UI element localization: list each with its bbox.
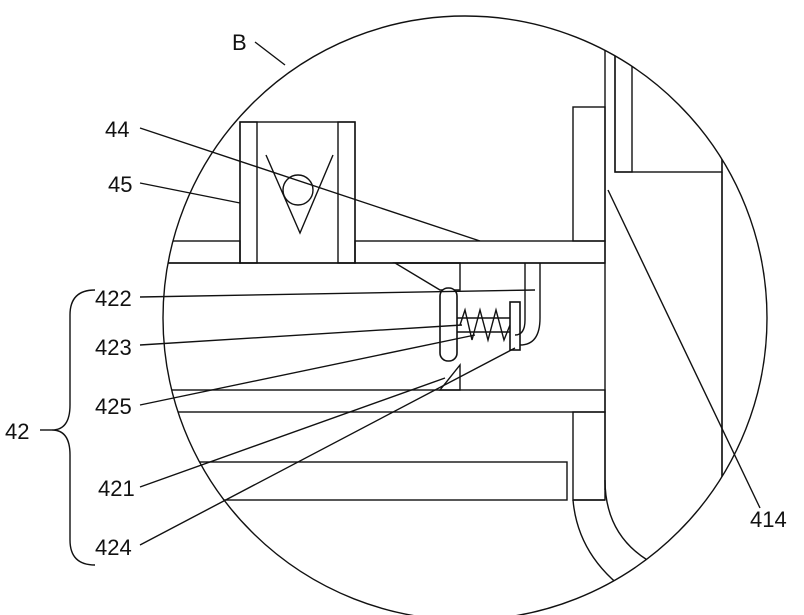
valve-v [265, 154, 334, 235]
top-right-housing [614, 16, 723, 173]
brace-42 [51, 289, 96, 566]
label-422: 422 [95, 286, 132, 311]
latch-pin-422 [439, 287, 458, 362]
label-b: B [232, 30, 247, 55]
right-block-upper [572, 106, 606, 242]
lower-plate [189, 461, 568, 501]
label-44: 44 [105, 117, 129, 142]
label-421: 421 [98, 476, 135, 501]
label-42: 42 [5, 419, 29, 444]
label-414: 414 [750, 507, 787, 532]
leader-lines [40, 41, 761, 566]
label-45: 45 [108, 172, 132, 197]
ball [282, 174, 314, 206]
label-425: 425 [95, 394, 132, 419]
plate-424 [509, 301, 521, 351]
spring-423 [459, 307, 511, 343]
hook [519, 263, 541, 346]
detail-circle [162, 15, 768, 615]
right-block-lower [572, 411, 606, 501]
channel-plate [163, 389, 606, 413]
wedge-stop [392, 262, 461, 291]
top-plate-right [354, 240, 606, 264]
label-424: 424 [95, 535, 132, 560]
top-plate-left [163, 240, 241, 264]
label-423: 423 [95, 335, 132, 360]
